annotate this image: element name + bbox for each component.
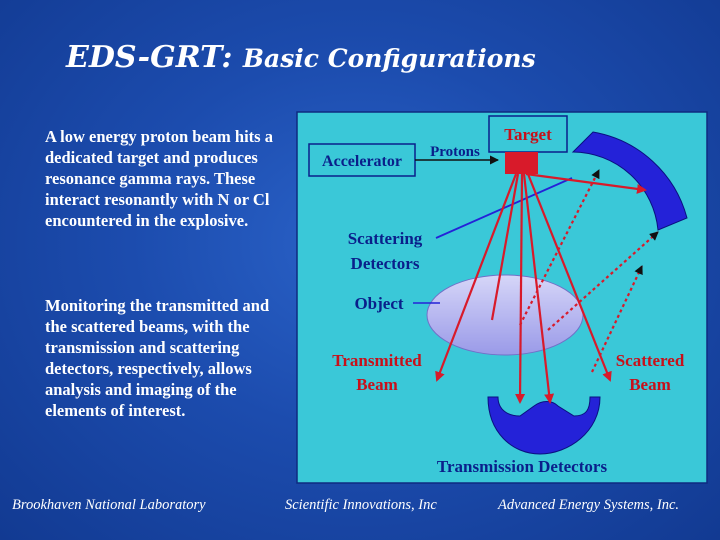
scattering-detector-arc bbox=[571, 131, 688, 231]
footer-advanced-energy: Advanced Energy Systems, Inc. bbox=[498, 497, 680, 513]
scattering-detectors-label-2: Detectors bbox=[351, 254, 420, 273]
scattered-beam-label-1: Scattered bbox=[616, 351, 685, 370]
scattered-beam-3 bbox=[591, 265, 643, 373]
transmission-detector bbox=[487, 396, 601, 455]
transmitted-beam-box bbox=[318, 345, 436, 395]
footer-scientific-innovations: Scientific Innovations, Inc bbox=[285, 497, 437, 513]
scattering-detectors-label-1: Scattering bbox=[348, 229, 423, 248]
object-label: Object bbox=[354, 294, 403, 313]
scattered-beam-1 bbox=[519, 169, 600, 326]
slide-title: EDS-GRT: Basic Configurations bbox=[66, 40, 536, 75]
scattering-detectors-box bbox=[332, 222, 436, 277]
scattered-beam-2 bbox=[547, 231, 659, 331]
scattered-beam-label-2: Beam bbox=[629, 375, 671, 394]
accelerator-label: Accelerator bbox=[322, 153, 402, 170]
protons-label: Protons bbox=[430, 144, 480, 160]
transmitted-beam-3 bbox=[522, 173, 555, 404]
target-box bbox=[488, 115, 568, 153]
scattered-beams bbox=[519, 169, 659, 373]
target-block bbox=[505, 152, 538, 174]
title-sub: Basic Configurations bbox=[242, 44, 536, 73]
transmitted-beam-4 bbox=[435, 173, 518, 382]
transmission-detectors-label: Transmission Detectors bbox=[437, 457, 608, 476]
target-label: Target bbox=[504, 125, 552, 144]
footer-brookhaven: Brookhaven National Laboratory bbox=[12, 497, 206, 513]
object-box bbox=[345, 289, 413, 317]
transmitted-beam-6 bbox=[525, 172, 647, 194]
transmitted-beam-5 bbox=[526, 173, 612, 382]
transmitted-beam-label-1: Transmitted bbox=[332, 351, 422, 370]
transmitted-beams bbox=[435, 172, 647, 404]
transmitted-beam-2 bbox=[515, 173, 526, 404]
title-main: EDS-GRT: bbox=[66, 40, 233, 75]
transmitted-beam-label-2: Beam bbox=[356, 375, 398, 394]
description-paragraph-2: Monitoring the transmitted and the scatt… bbox=[45, 296, 270, 420]
scattered-beam-box bbox=[600, 345, 700, 395]
transmitted-beam-1 bbox=[490, 173, 520, 321]
accelerator-box bbox=[308, 143, 416, 177]
description-paragraph-1: A low energy proton beam hits a dedicate… bbox=[45, 127, 273, 230]
